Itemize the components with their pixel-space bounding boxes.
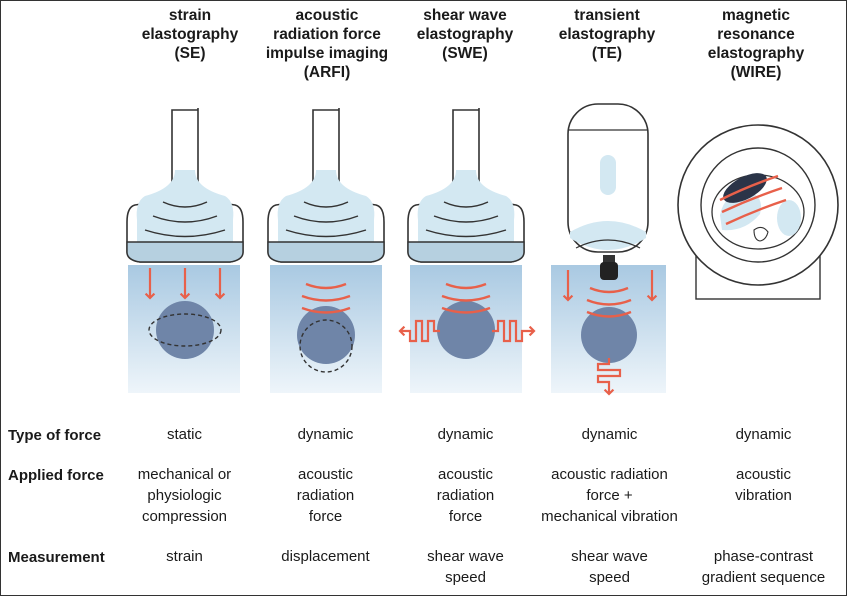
- cell-type-se: static: [166, 426, 202, 443]
- se-illustration: [126, 107, 244, 393]
- cell-type-swe: dynamic: [437, 426, 494, 443]
- mre-illustration: [677, 124, 839, 300]
- cell-type-arfi: dynamic: [297, 426, 354, 443]
- te-illustration: [551, 103, 666, 396]
- row-label-measurement: Measurement: [8, 549, 105, 566]
- arfi-illustration: [267, 107, 385, 393]
- cell-type-te: dynamic: [581, 426, 638, 443]
- cell-type-mre: dynamic: [735, 426, 792, 443]
- cell-measurement-se: strain: [166, 548, 203, 565]
- row-label-applied-force: Applied force: [8, 467, 104, 484]
- illustrations: [126, 103, 839, 396]
- swe-illustration: [398, 107, 536, 393]
- cell-measurement-arfi: displacement: [281, 548, 370, 565]
- row-label-type-of-force: Type of force: [8, 427, 102, 444]
